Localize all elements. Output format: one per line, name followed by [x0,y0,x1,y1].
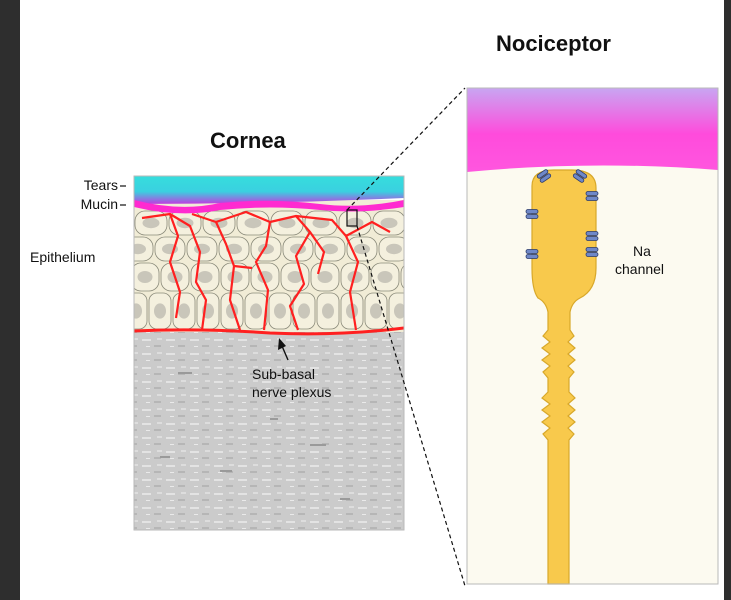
cell-nucleus [245,218,262,228]
na-channel-label-line2: channel [615,261,664,277]
tears-label: Tears [50,177,118,193]
illustration [20,0,724,600]
cell-nucleus [198,271,213,283]
cell-nucleus [130,244,146,254]
tear-film [134,173,404,204]
cell-nucleus [154,303,166,318]
cornea-diagram [123,173,429,530]
cell-nucleus [381,218,398,228]
cell-nucleus [274,303,286,318]
cell-nucleus [250,303,262,318]
cell-nucleus [138,271,153,283]
nociceptor-title: Nociceptor [496,31,611,57]
cell-nucleus [318,271,333,283]
plexus-label-line2: nerve plexus [252,384,331,400]
cell-nucleus [298,303,310,318]
plexus-label-line1: Sub-basal [252,366,315,382]
nociceptor-tear-layer [467,88,718,172]
nociceptor-diagram [467,88,718,584]
cell-nucleus [378,271,393,283]
cell-nucleus [178,303,190,318]
cell-nucleus [370,303,382,318]
cell-nucleus [228,271,243,283]
na-channel-label-line1: Na [633,243,651,259]
cell-nucleus [347,218,364,228]
cornea-title: Cornea [210,128,286,154]
epithelium-label: Epithelium [30,249,95,265]
cell-nucleus [386,244,402,254]
cell-nucleus [408,271,423,283]
cell-nucleus [354,244,370,254]
figure-canvas: Cornea Nociceptor Tears Mucin Epithelium… [20,0,724,600]
cell-nucleus [130,303,142,318]
cell-nucleus [143,218,160,228]
epithelial-cell [401,263,429,291]
mucin-label: Mucin [50,196,118,212]
stroma [134,330,404,530]
cell-nucleus [322,303,334,318]
